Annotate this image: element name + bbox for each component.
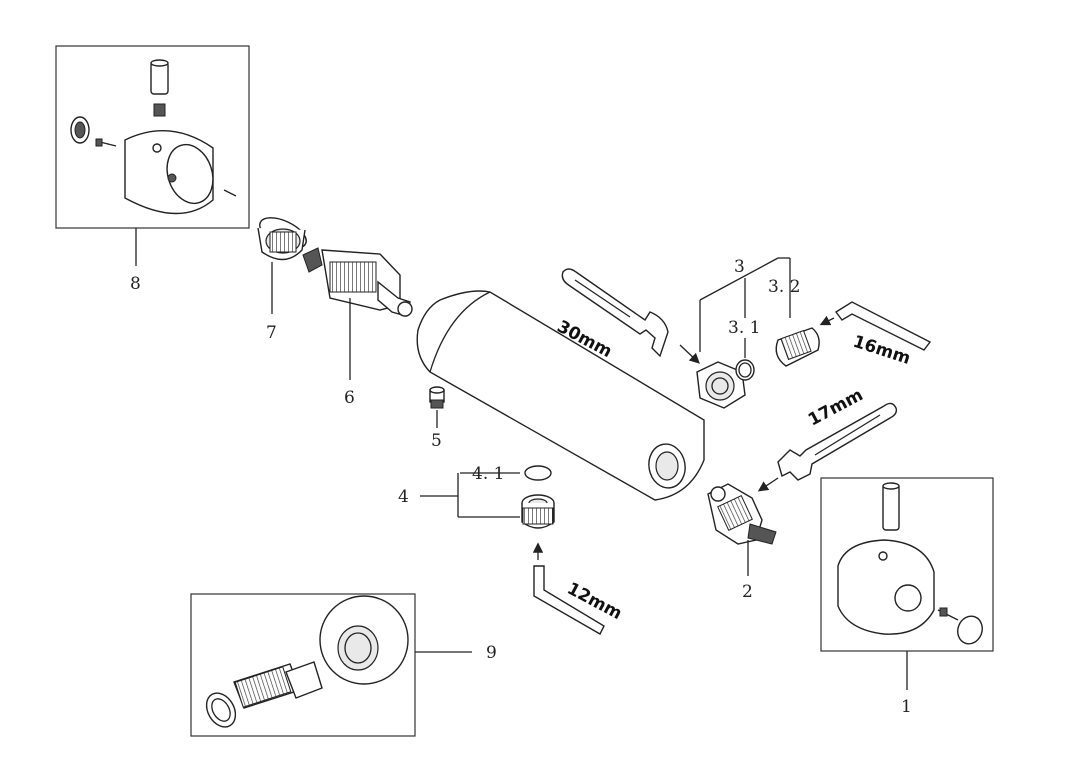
part-6-cartridge: [302, 247, 413, 317]
part-3-nut: [696, 361, 746, 409]
part-4-fitting: [521, 494, 555, 529]
leader-3-bracket: [699, 257, 779, 301]
handle-assembly-box-8: [55, 45, 250, 229]
part-2-valve-head: [707, 483, 777, 545]
hex-key-16mm-icon: [834, 301, 932, 351]
wrench-30mm-icon: [561, 268, 669, 358]
label-6: 6: [344, 388, 355, 408]
label-3-1: 3. 1: [728, 318, 760, 338]
wrench-17mm-icon: [777, 402, 898, 481]
part-3-2-connector: [775, 327, 820, 367]
part-5-screw: [429, 386, 445, 409]
mixer-body: [416, 290, 705, 501]
label-3-2: 3. 2: [768, 277, 800, 297]
label-5: 5: [431, 431, 442, 451]
label-1: 1: [901, 697, 912, 717]
label-4-1: 4. 1: [472, 464, 504, 484]
label-9: 9: [486, 643, 497, 663]
label-7: 7: [266, 323, 277, 343]
arrow-30mm: [679, 344, 700, 364]
part-4-1-seal: [524, 465, 552, 481]
connection-kit-box-9: [190, 593, 416, 737]
hex-key-12mm-icon: [533, 565, 605, 635]
label-4: 4: [398, 487, 409, 507]
arrow-17mm: [757, 477, 779, 492]
label-2: 2: [742, 582, 753, 602]
label-8: 8: [130, 274, 141, 294]
part-3-1-seal: [735, 359, 755, 381]
handle-assembly-box-1: [820, 477, 994, 652]
arrow-16mm: [819, 315, 835, 326]
label-3: 3: [734, 257, 745, 277]
part-7-bush: [257, 217, 307, 261]
